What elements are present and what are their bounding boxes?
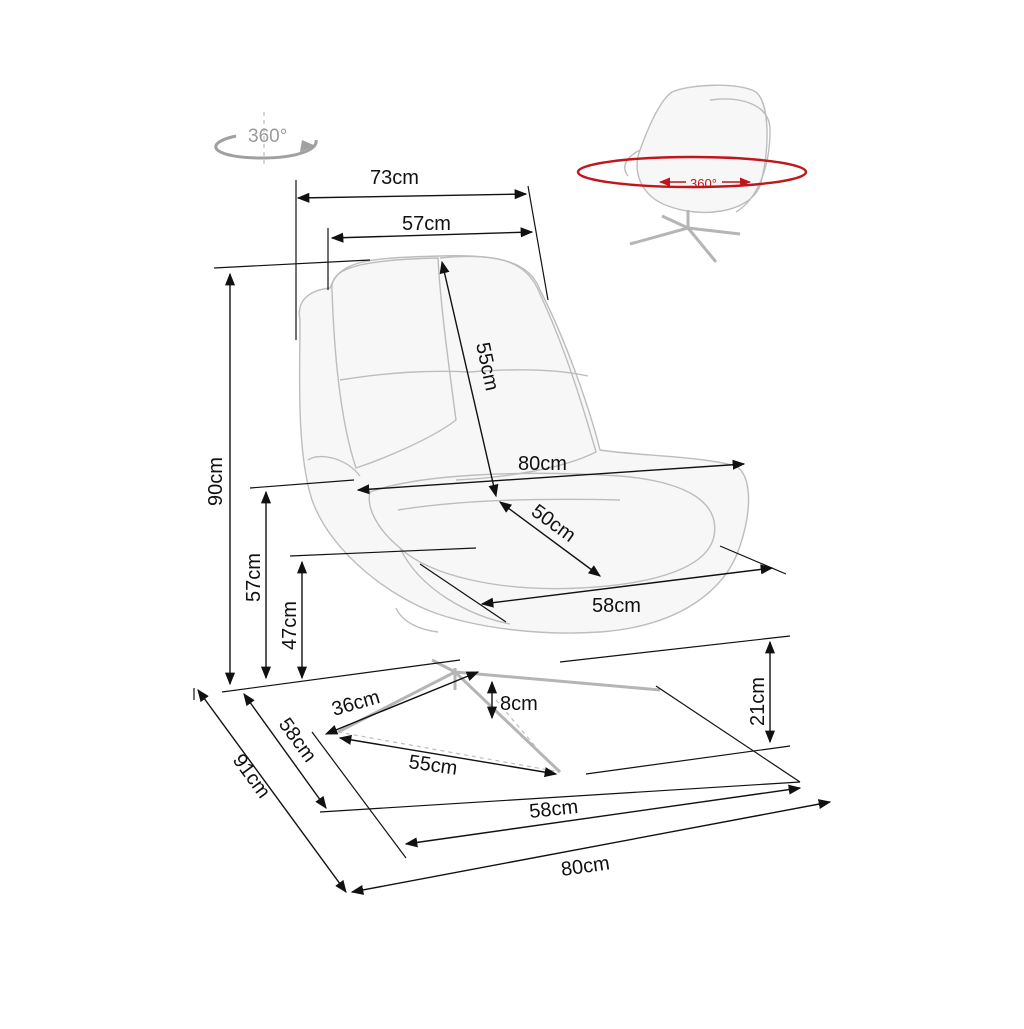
dim-base-width: 58cm: [528, 796, 579, 823]
rotate-360-icon: 360°: [214, 112, 318, 164]
swivel-360-label: 360°: [690, 176, 717, 191]
dim-armrest-height: 57cm: [243, 553, 265, 602]
dim-base-clearance: 21cm: [747, 677, 769, 726]
dim-backrest-inner-width: 57cm: [402, 213, 451, 235]
extension-lines: [193, 180, 801, 859]
dim-seat-width: 58cm: [592, 595, 641, 617]
dim-total-width: 80cm: [560, 852, 611, 881]
dimension-arrows: [197, 189, 832, 895]
dim-leg-length: 36cm: [329, 686, 382, 721]
dim-total-depth: 91cm: [228, 750, 275, 802]
dim-base-lift: 8cm: [500, 693, 538, 715]
dim-backrest-outer-width: 73cm: [370, 167, 419, 189]
rotate-360-label: 360°: [248, 126, 287, 147]
dim-armrest-width: 80cm: [518, 453, 567, 475]
dim-seat-height: 47cm: [279, 601, 301, 650]
dim-base-diagonal: 55cm: [407, 751, 458, 780]
swivel-chair-icon: 360°: [576, 84, 808, 263]
dim-total-height: 90cm: [205, 457, 227, 506]
dim-base-depth: 58cm: [274, 714, 321, 766]
